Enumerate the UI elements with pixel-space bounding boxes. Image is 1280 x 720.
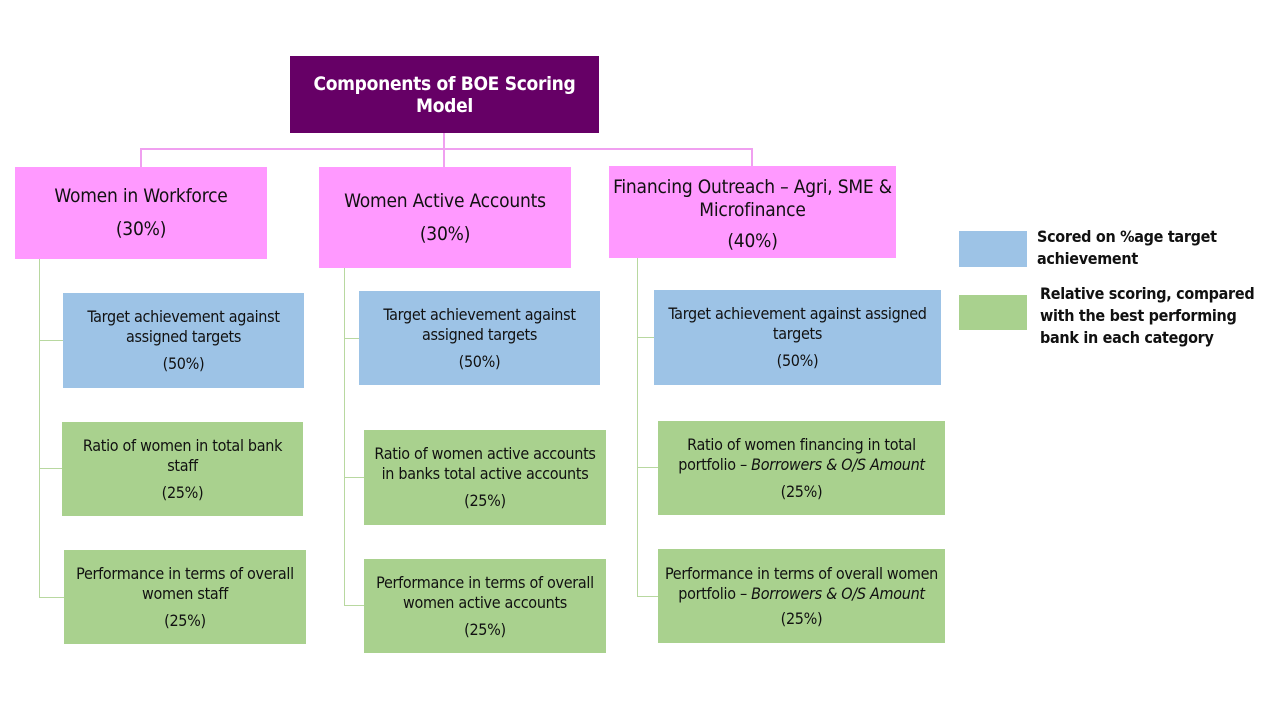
cat1-connector-trunk (39, 259, 40, 598)
cat2-connector-branch-2 (344, 477, 364, 478)
sub-node-label: Ratio of women active accounts in banks … (374, 444, 596, 483)
sub-node-performance: Performance in terms of overall women st… (64, 550, 306, 644)
cat1-connector-branch-1 (39, 340, 63, 341)
root-connector-drop-3 (751, 148, 753, 166)
sub-node-label: Target achievement against assigned targ… (668, 304, 927, 343)
sub-node-label: Ratio of women in total bank staff (82, 435, 283, 475)
cat3-connector-trunk (637, 258, 638, 597)
category-label: Women Active Accounts (344, 189, 546, 212)
sub-node-weight: (50%) (458, 351, 501, 371)
sub-node-weight: (25%) (161, 482, 204, 502)
sub-node-ratio: Ratio of women in total bank staff (25%) (62, 422, 303, 516)
sub-node-label-emphasis: Borrowers & O/S Amount (751, 454, 925, 474)
cat2-connector-branch-1 (344, 338, 359, 339)
sub-node-ratio: Ratio of women financing in total portfo… (658, 421, 945, 515)
cat2-connector-branch-3 (344, 605, 364, 606)
category-node-women-in-workforce: Women in Workforce (30%) (15, 167, 267, 259)
sub-node-weight: (25%) (464, 491, 506, 510)
root-connector-drop-2 (443, 148, 445, 167)
sub-node-weight: (25%) (780, 481, 823, 501)
sub-node-weight: (25%) (780, 608, 823, 628)
category-weight: (30%) (419, 222, 471, 245)
legend-label-target: Scored on %age target achievement (1037, 227, 1217, 268)
cat1-connector-branch-3 (39, 597, 64, 598)
sub-node-ratio: Ratio of women active accounts in banks … (364, 430, 606, 525)
sub-node-performance: Performance in terms of overall women po… (658, 549, 945, 643)
sub-node-label-emphasis: Borrowers & O/S Amount (751, 583, 925, 603)
sub-node-weight: (25%) (164, 610, 206, 630)
legend-label-relative: Relative scoring, compared with the best… (1040, 284, 1255, 347)
sub-node-label-text: Ratio of women financing in total portfo… (678, 434, 916, 474)
cat3-connector-branch-3 (637, 596, 658, 597)
sub-node-label: Performance in terms of overall women po… (662, 564, 941, 604)
root-connector-stem (443, 133, 445, 149)
cat2-connector-trunk (344, 268, 345, 606)
sub-node-label: Target achievement against assigned targ… (87, 307, 280, 346)
sub-node-label: Ratio of women financing in total portfo… (662, 435, 941, 475)
sub-node-label: Target achievement against assigned targ… (383, 304, 576, 344)
sub-node-target-achievement: Target achievement against assigned targ… (63, 293, 304, 388)
sub-node-weight: (50%) (776, 351, 819, 370)
category-node-financing-outreach: Financing Outreach – Agri, SME & Microfi… (609, 166, 896, 258)
sub-node-weight: (25%) (464, 619, 506, 639)
legend-swatch-target (959, 231, 1027, 267)
sub-node-target-achievement: Target achievement against assigned targ… (359, 291, 600, 385)
cat1-connector-branch-2 (39, 468, 62, 469)
legend-swatch-relative (959, 295, 1027, 330)
category-label: Women in Workforce (54, 185, 228, 207)
category-label: Financing Outreach – Agri, SME & Microfi… (613, 175, 892, 221)
category-node-women-active-accounts: Women Active Accounts (30%) (319, 167, 571, 268)
root-node: Components of BOE Scoring Model (290, 56, 599, 133)
sub-node-label: Performance in terms of overall women st… (76, 563, 294, 603)
cat3-connector-branch-1 (637, 337, 654, 338)
sub-node-performance: Performance in terms of overall women ac… (364, 559, 606, 653)
sub-node-weight: (50%) (162, 354, 205, 373)
category-weight: (40%) (727, 229, 778, 252)
root-connector-drop-1 (140, 148, 142, 167)
cat3-connector-branch-2 (637, 467, 658, 468)
category-weight: (30%) (115, 218, 167, 240)
root-node-label: Components of BOE Scoring Model (313, 72, 576, 117)
sub-node-target-achievement: Target achievement against assigned targ… (654, 290, 941, 385)
sub-node-label: Performance in terms of overall women ac… (376, 572, 594, 612)
root-connector-bar (140, 148, 753, 150)
sub-node-label-text: Performance in terms of overall women po… (664, 563, 939, 603)
